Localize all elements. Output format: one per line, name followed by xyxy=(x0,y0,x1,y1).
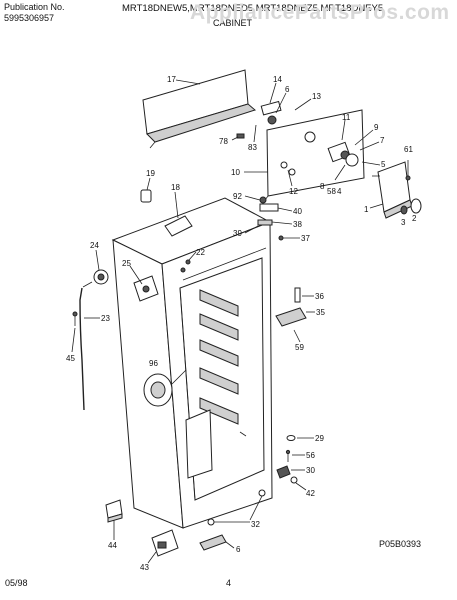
part-shape-56 xyxy=(285,449,291,462)
part-shape-2 xyxy=(410,198,422,214)
part-label-9: 9 xyxy=(374,123,379,132)
part-label-17: 17 xyxy=(167,75,176,84)
part-shape-44 xyxy=(105,499,123,523)
part-label-8: 8 xyxy=(320,182,325,191)
part-shape-43 xyxy=(151,529,179,557)
part-shape-14 xyxy=(260,100,282,125)
part-shape-37 xyxy=(278,235,284,241)
part-label-22: 22 xyxy=(196,248,205,257)
part-label-19: 19 xyxy=(146,169,155,178)
part-label-24: 24 xyxy=(90,241,99,250)
model-numbers: MRT18DNEW5,MRT18DNED5,MRT18DNEZ5,MRT18DN… xyxy=(122,3,384,14)
section-title: CABINET xyxy=(213,18,253,28)
part-shape-96 xyxy=(143,373,173,407)
part-label-1: 1 xyxy=(364,205,369,214)
part-label-23: 23 xyxy=(101,314,110,323)
part-shape-42 xyxy=(290,476,298,484)
part-label-58: 58 xyxy=(327,187,336,196)
part-label-61: 61 xyxy=(404,145,413,154)
part-shape-17 xyxy=(142,69,257,149)
part-shape-25 xyxy=(133,275,159,302)
part-label-96: 96 xyxy=(149,359,158,368)
part-shape-22 xyxy=(180,259,191,273)
cabinet-body xyxy=(111,197,273,529)
part-shape-35 xyxy=(275,307,307,327)
part-shape-10 xyxy=(264,109,365,201)
part-label-56: 56 xyxy=(306,451,315,460)
part-label-6: 6 xyxy=(285,85,290,94)
part-shape-3 xyxy=(400,205,408,215)
page-number: 4 xyxy=(226,578,232,588)
part-label-32: 32 xyxy=(251,520,260,529)
part-label-59: 59 xyxy=(295,343,304,352)
part-label-83: 83 xyxy=(248,143,257,152)
part-label-43: 43 xyxy=(140,563,149,572)
part-label-10: 10 xyxy=(231,168,240,177)
part-shape-30 xyxy=(276,465,291,479)
part-label-40: 40 xyxy=(293,207,302,216)
part-label-7: 7 xyxy=(380,136,385,145)
part-shape-45 xyxy=(72,311,78,326)
part-label-14: 14 xyxy=(273,75,282,84)
part-shape-36 xyxy=(294,287,301,303)
part-label-37: 37 xyxy=(301,234,310,243)
publication-number: 5995306957 xyxy=(4,13,55,23)
part-shape-23 xyxy=(79,287,85,411)
part-shape-61 xyxy=(405,160,411,181)
part-label-39: 39 xyxy=(233,229,242,238)
leader-17 xyxy=(175,79,201,85)
part-shape-1 xyxy=(372,161,413,219)
part-label-6b: 6 xyxy=(236,545,241,554)
part-label-36: 36 xyxy=(315,292,324,301)
part-shape-29 xyxy=(286,435,296,441)
part-shape-19 xyxy=(140,189,152,203)
publication-label: Publication No. xyxy=(4,2,65,12)
part-label-13: 13 xyxy=(312,92,321,101)
part-label-45: 45 xyxy=(66,354,75,363)
part-shape-24 xyxy=(82,269,109,288)
part-shape-18 xyxy=(164,215,193,237)
part-label-18: 18 xyxy=(171,183,180,192)
part-label-78: 78 xyxy=(219,137,228,146)
footer-date: 05/98 xyxy=(5,578,28,588)
part-label-29: 29 xyxy=(315,434,324,443)
part-label-3: 3 xyxy=(401,218,406,227)
diagram-code: P05B0393 xyxy=(379,539,422,549)
watermark-logo: AppliancePartsPros.com xyxy=(190,1,450,24)
part-shape-6b xyxy=(199,534,227,551)
part-shape-7 xyxy=(327,141,359,167)
part-label-35: 35 xyxy=(316,308,325,317)
part-label-42: 42 xyxy=(306,489,315,498)
part-label-44: 44 xyxy=(108,541,117,550)
part-label-25: 25 xyxy=(122,259,131,268)
part-label-92: 92 xyxy=(233,192,242,201)
part-label-4: 4 xyxy=(337,187,342,196)
part-label-11: 11 xyxy=(342,113,351,122)
part-label-38: 38 xyxy=(293,220,302,229)
part-label-5: 5 xyxy=(381,160,386,169)
part-label-30: 30 xyxy=(306,466,315,475)
part-label-12: 12 xyxy=(289,187,298,196)
part-label-2: 2 xyxy=(412,214,417,223)
part-shape-40 xyxy=(257,196,279,226)
part-shape-78 xyxy=(236,133,245,139)
